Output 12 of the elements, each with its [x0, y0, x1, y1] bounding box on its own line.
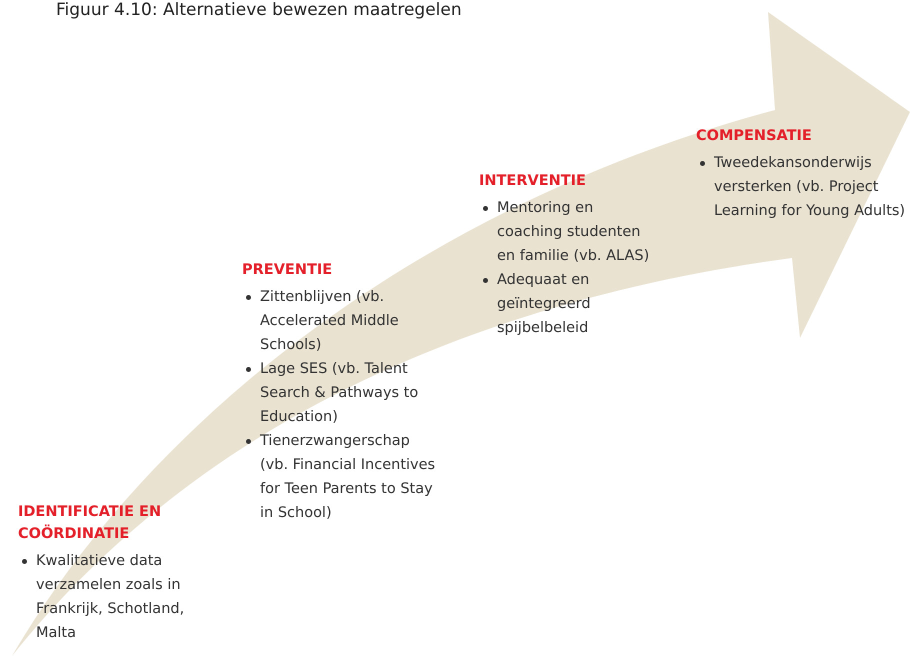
bullet-item: Kwalitatieve data verzamelen zoals in Frankrijk, Schotland, Malta: [36, 552, 186, 643]
bullet-item: Tienerzwangerschap (vb. Financial Incentives for Teen Parents to Stay in School): [260, 432, 436, 523]
figure-title: Figuur 4.10: Alternatieve bewezen maatregelen: [56, 0, 462, 20]
bullet-item: Mentoring en coaching studenten en familie (vb. ALAS): [497, 199, 650, 266]
bullet-item: Tweedekansonderwijs versterken (vb. Project Learning for Young Adults): [714, 154, 906, 221]
bullet-item: Lage SES (vb. Talent Search & Pathways to Education): [260, 360, 420, 427]
stage-heading: IDENTIFICATIE EN COÖRDINATIE: [18, 503, 162, 544]
bullet-item: Adequaat en geïntegreerd spijbelbeleid: [497, 271, 592, 338]
bullet-item: Zittenblijven (vb. Accelerated Middle Schools): [260, 288, 400, 355]
stage-heading: COMPENSATIE: [696, 127, 813, 146]
stage-heading: INTERVENTIE: [479, 172, 587, 191]
stage-heading: PREVENTIE: [242, 261, 334, 280]
